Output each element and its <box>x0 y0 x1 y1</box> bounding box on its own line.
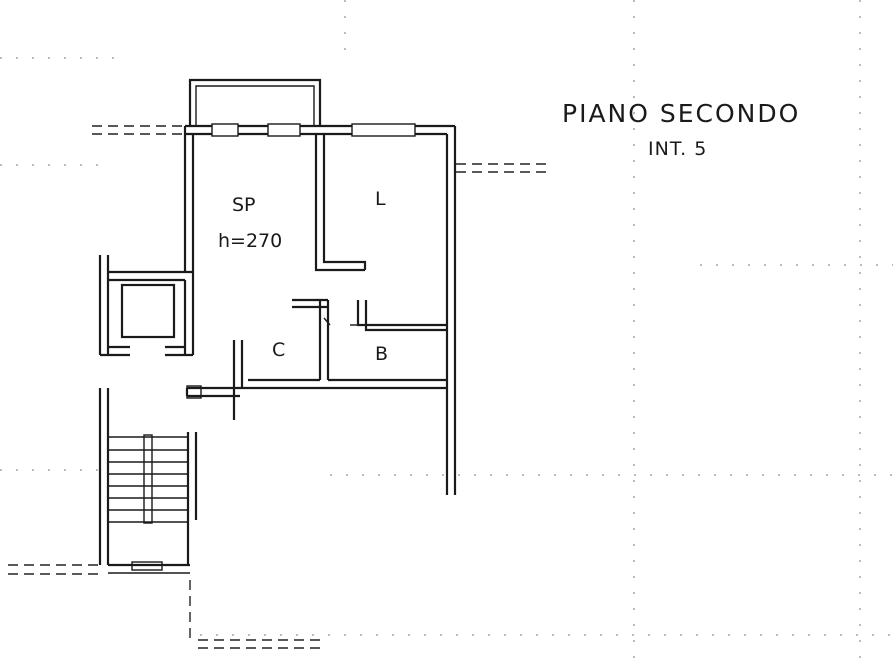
room-label-b: B <box>375 343 388 365</box>
room-label-sp: SP <box>232 194 256 216</box>
room-labels: SP h=270 L C B <box>218 188 388 365</box>
elevator-shaft <box>98 255 195 357</box>
room-label-l: L <box>375 188 386 210</box>
interior-walls <box>292 134 447 380</box>
staircase <box>98 388 198 574</box>
unit-label: INT. 5 <box>648 138 707 160</box>
exterior-walls <box>183 123 457 495</box>
property-boundary-lines <box>8 125 550 649</box>
room-height-note: h=270 <box>218 230 282 252</box>
room-label-c: C <box>272 339 285 361</box>
balcony-outline <box>188 78 322 125</box>
plan-title-block: PIANO SECONDO INT. 5 <box>562 99 800 160</box>
floor-title: PIANO SECONDO <box>562 99 800 128</box>
